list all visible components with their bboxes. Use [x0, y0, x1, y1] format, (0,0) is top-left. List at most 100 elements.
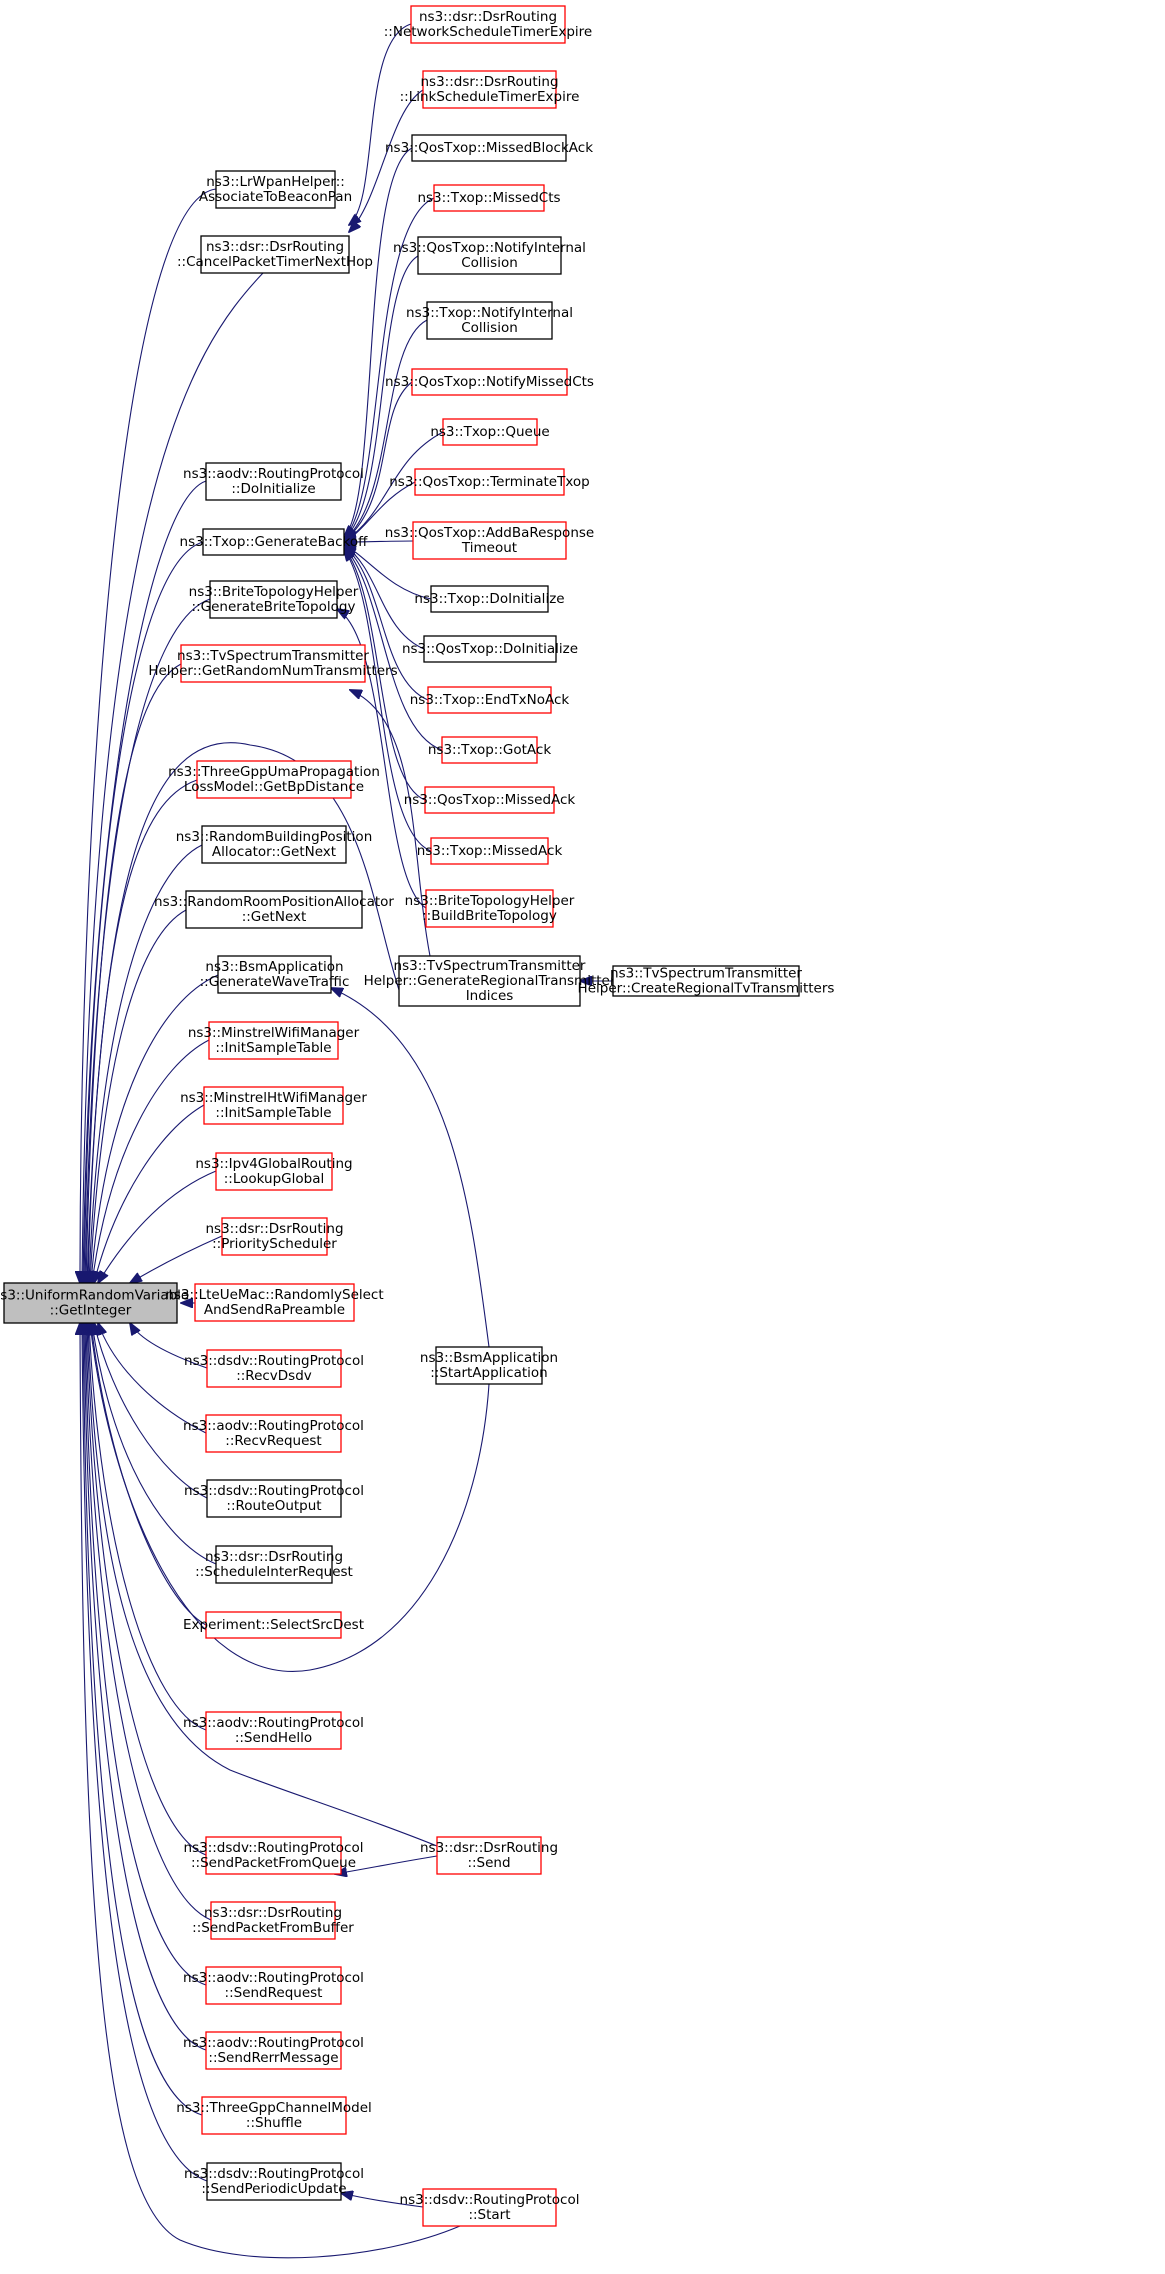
node-label-line: ns3::aodv::RoutingProtocol — [183, 1418, 364, 1434]
node-aodvsendreq[interactable]: ns3::aodv::RoutingProtocol::SendRequest — [183, 1966, 364, 2005]
node-txopmissedcts[interactable]: ns3::Txop::MissedCts — [417, 184, 561, 212]
node-box — [221, 1217, 328, 1256]
node-bsmgen[interactable]: ns3::BsmApplication::GenerateWaveTraffic — [200, 955, 350, 994]
node-box — [203, 1086, 344, 1125]
node-qosmissedblock[interactable]: ns3::QosTxop::MissedBlockAck — [385, 134, 593, 162]
node-experiment[interactable]: Experiment::SelectSrcDest — [183, 1611, 364, 1639]
node-label-line: ns3::dsr::DsrRouting — [206, 239, 344, 255]
edge-path — [130, 1235, 223, 1283]
node-threegppch[interactable]: ns3::ThreeGppChannelModel::Shuffle — [176, 2096, 372, 2135]
node-randroom[interactable]: ns3::RandomRoomPositionAllocator::GetNex… — [154, 890, 394, 929]
node-qosdoinit[interactable]: ns3::QosTxop::DoInitialize — [402, 635, 578, 663]
edge-qosaddba-to-genbackoff — [344, 541, 414, 542]
node-label-line: ::BuildBriteTopology — [422, 908, 557, 924]
node-box — [201, 2096, 347, 2135]
node-tvgenregional[interactable]: ns3::TvSpectrumTransmitterHelper::Genera… — [364, 955, 616, 1007]
node-minstrelht[interactable]: ns3::MinstrelHtWifiManager::InitSampleTa… — [180, 1086, 367, 1125]
node-label-line: ns3::QosTxop::MissedBlockAck — [385, 140, 593, 156]
node-box — [206, 1479, 342, 1518]
node-priosched[interactable]: ns3::dsr::DsrRouting::PriorityScheduler — [205, 1217, 344, 1256]
node-box — [205, 1711, 342, 1750]
node-tvrandnum[interactable]: ns3::TvSpectrumTransmitterHelper::GetRan… — [148, 644, 398, 683]
node-label-line: ::ScheduleInterRequest — [195, 1564, 353, 1580]
edge-threegppuma-to-root — [88, 779, 198, 1283]
node-minstrelwifi[interactable]: ns3::MinstrelWifiManager::InitSampleTabl… — [188, 1021, 360, 1060]
node-qosterminate[interactable]: ns3::QosTxop::TerminateTxop — [389, 468, 590, 496]
node-txopgotack[interactable]: ns3::Txop::GotAck — [428, 736, 551, 764]
node-label-line: ns3::TvSpectrumTransmitter — [177, 648, 369, 664]
node-dsdvstart[interactable]: ns3::dsdv::RoutingProtocol::Start — [400, 2188, 580, 2227]
edge-path — [349, 89, 424, 232]
edge-path — [350, 690, 431, 957]
node-bsmstart[interactable]: ns3::BsmApplication::StartApplication — [420, 1346, 558, 1385]
edge-path — [344, 431, 444, 542]
node-box — [442, 418, 538, 446]
node-britebuild[interactable]: ns3::BriteTopologyHelper::BuildBriteTopo… — [405, 889, 575, 928]
node-box — [194, 1283, 355, 1322]
node-dsrsend[interactable]: ns3::dsr::DsrRouting::Send — [420, 1836, 558, 1875]
node-txopdoinit[interactable]: ns3::Txop::DoInitialize — [414, 585, 565, 613]
node-txopmissedack[interactable]: ns3::Txop::MissedAck — [417, 837, 563, 865]
node-threegppuma[interactable]: ns3::ThreeGppUmaPropagationLossModel::Ge… — [168, 760, 380, 799]
node-dsdvrouteout[interactable]: ns3::dsdv::RoutingProtocol::RouteOutput — [184, 1479, 364, 1518]
node-label-line: ::InitSampleTable — [215, 1105, 331, 1121]
node-label-line: Helper::CreateRegionalTvTransmitters — [578, 981, 835, 997]
node-qosnotifymissed[interactable]: ns3::QosTxop::NotifyMissedCts — [385, 368, 594, 396]
node-label-line: ns3::dsr::DsrRouting — [205, 1221, 343, 1237]
node-qosmissedack[interactable]: ns3::QosTxop::MissedAck — [404, 786, 576, 814]
edge-path — [344, 547, 443, 751]
edge-bsmstart-to-bsmgen — [331, 988, 490, 1348]
edge-path — [349, 23, 412, 225]
node-box — [215, 1152, 333, 1191]
edge-aodvrerr-to-root — [84, 1323, 207, 2051]
node-label-line: ::LookupGlobal — [224, 1171, 325, 1187]
node-label-line: ns3::BriteTopologyHelper — [189, 584, 359, 600]
node-label-line: ::SendPacketFromQueue — [191, 1855, 356, 1871]
edge-aodvinit-to-root — [83, 480, 207, 1283]
node-randbldg[interactable]: ns3::RandomBuildingPositionAllocator::Ge… — [176, 825, 373, 864]
node-dsrsendbuf[interactable]: ns3::dsr::DsrRouting::SendPacketFromBuff… — [192, 1901, 354, 1940]
node-label-line: ns3::aodv::RoutingProtocol — [183, 2035, 364, 2051]
edge-britebuild-to-britegen — [337, 609, 427, 909]
node-txopqueue[interactable]: ns3::Txop::Queue — [430, 418, 550, 446]
node-linksched[interactable]: ns3::dsr::DsrRouting::LinkScheduleTimerE… — [400, 70, 580, 109]
node-aodvrecvreq[interactable]: ns3::aodv::RoutingProtocol::RecvRequest — [183, 1414, 364, 1453]
node-label-line: ns3::TvSpectrumTransmitter — [394, 958, 586, 974]
edge-aodvsendreq-to-root — [85, 1323, 207, 1986]
node-label-line: ::NetworkScheduleTimerExpire — [384, 24, 593, 40]
edge-priosched-to-root — [130, 1235, 223, 1283]
node-ipv4global[interactable]: ns3::Ipv4GlobalRouting::LookupGlobal — [195, 1152, 353, 1191]
edge-dsdvperiodic-to-root — [82, 1323, 208, 2182]
node-label-line: ::GenerateWaveTraffic — [200, 974, 350, 990]
node-genbackoff[interactable]: ns3::Txop::GenerateBackoff — [180, 528, 369, 556]
node-label-line: ns3::dsdv::RoutingProtocol — [184, 1353, 364, 1369]
node-dsdvrecv[interactable]: ns3::dsdv::RoutingProtocol::RecvDsdv — [184, 1349, 364, 1388]
node-dsdvsendq[interactable]: ns3::dsdv::RoutingProtocol::SendPacketFr… — [184, 1836, 364, 1875]
node-label-line: ::SendPeriodicUpdate — [201, 2181, 346, 2197]
node-lrwpan[interactable]: ns3::LrWpanHelper::AssociateToBeaconPan — [199, 170, 352, 209]
node-label-line: ::RecvDsdv — [236, 1368, 312, 1384]
node-dsdvperiodic[interactable]: ns3::dsdv::RoutingProtocol::SendPeriodic… — [184, 2162, 364, 2201]
node-cancelpkt[interactable]: ns3::dsr::DsrRouting::CancelPacketTimerN… — [177, 235, 373, 274]
node-britegen[interactable]: ns3::BriteTopologyHelper::GenerateBriteT… — [189, 580, 359, 619]
node-box — [430, 837, 549, 865]
edge-txopendtx-to-genbackoff — [344, 546, 429, 701]
edge-randroom-to-root — [90, 909, 187, 1283]
node-aodvrerr[interactable]: ns3::aodv::RoutingProtocol::SendRerrMess… — [183, 2031, 364, 2070]
node-aodvhello[interactable]: ns3::aodv::RoutingProtocol::SendHello — [183, 1711, 364, 1750]
edge-randbldg-to-root — [89, 844, 203, 1283]
node-label-line: ns3::aodv::RoutingProtocol — [183, 1970, 364, 1986]
node-lteuemac[interactable]: ns3::LteUeMac::RandomlySelectAndSendRaPr… — [165, 1283, 384, 1322]
node-tvcreate[interactable]: ns3::TvSpectrumTransmitterHelper::Create… — [578, 965, 835, 997]
node-txopendtx[interactable]: ns3::Txop::EndTxNoAck — [410, 686, 570, 714]
node-root[interactable]: ns3::UniformRandomVariable::GetInteger — [0, 1282, 189, 1324]
node-dsrsched[interactable]: ns3::dsr::DsrRouting::ScheduleInterReque… — [195, 1545, 353, 1584]
edge-path — [87, 742, 400, 1283]
node-netsched[interactable]: ns3::dsr::DsrRouting::NetworkScheduleTim… — [384, 5, 593, 44]
edge-path — [344, 319, 428, 540]
node-aodvinit[interactable]: ns3::aodv::RoutingProtocol::DoInitialize — [183, 462, 364, 501]
